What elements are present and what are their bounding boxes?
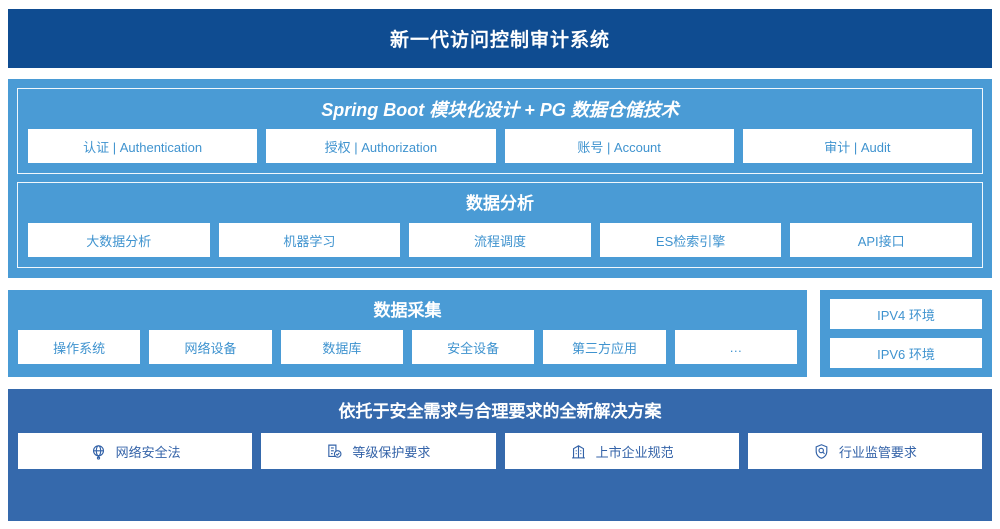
platform-card-row: 认证 | Authentication 授权 | Authorization 账…: [28, 129, 972, 163]
platform-card-audit[interactable]: 审计 | Audit: [742, 129, 972, 163]
page-title: 新一代访问控制审计系统: [389, 30, 610, 51]
collection-card-more[interactable]: …: [674, 330, 797, 364]
collection-card-third-party-app[interactable]: 第三方应用: [543, 330, 666, 364]
collection-card-label: 数据库: [322, 340, 362, 356]
analysis-group: 数据分析 大数据分析 机器学习 流程调度 ES检索引擎 API接口: [17, 182, 983, 268]
analysis-card-label: ES检索引擎: [655, 233, 726, 249]
compliance-card-cybersecurity-law[interactable]: 网络安全法: [18, 433, 253, 469]
building-icon: [570, 443, 587, 460]
platform-card-authentication[interactable]: 认证 | Authentication: [28, 129, 258, 163]
compliance-card-label: 上市企业规范: [595, 444, 674, 460]
collection-row: 数据采集 操作系统 网络设备 数据库 安全设备 第三方应用 …: [8, 290, 992, 377]
environment-group: IPV4 环境 IPV6 环境: [820, 290, 992, 377]
platform-card-account[interactable]: 账号 | Account: [504, 129, 734, 163]
collection-card-label: 操作系统: [53, 340, 106, 356]
analysis-card-label: 大数据分析: [86, 233, 152, 249]
collection-card-security-device[interactable]: 安全设备: [411, 330, 535, 364]
platform-card-label: 授权 | Authorization: [324, 139, 438, 155]
analysis-card-api[interactable]: API接口: [790, 223, 972, 257]
compliance-card-label: 行业监管要求: [838, 444, 917, 460]
collection-card-network-device[interactable]: 网络设备: [149, 330, 272, 364]
environment-card-ipv6[interactable]: IPV6 环境: [830, 338, 982, 368]
document-check-icon: [326, 443, 343, 460]
compliance-group: 依托于安全需求与合理要求的全新解决方案 网络安全法: [8, 389, 992, 521]
analysis-card-process-scheduling[interactable]: 流程调度: [409, 223, 591, 257]
collection-card-database[interactable]: 数据库: [280, 330, 403, 364]
compliance-card-row: 网络安全法 等级保护要求: [18, 433, 982, 469]
analysis-card-bigdata[interactable]: 大数据分析: [28, 223, 210, 257]
analysis-card-label: 机器学习: [283, 233, 336, 249]
compliance-card-label: 网络安全法: [115, 444, 181, 460]
compliance-group-title: 依托于安全需求与合理要求的全新解决方案: [338, 402, 662, 421]
collection-card-label: …: [729, 339, 743, 355]
analysis-card-label: API接口: [857, 233, 905, 249]
environment-card-label: IPV4 环境: [877, 307, 935, 323]
collection-group: 数据采集 操作系统 网络设备 数据库 安全设备 第三方应用 …: [8, 290, 807, 377]
platform-group-title: Spring Boot 模块化设计 + PG 数据仓储技术: [321, 100, 679, 120]
compliance-card-classified-protection[interactable]: 等级保护要求: [261, 433, 496, 469]
collection-card-label: 安全设备: [447, 340, 500, 356]
compliance-card-industry-regulation[interactable]: 行业监管要求: [747, 433, 982, 469]
upper-platform-panel: Spring Boot 模块化设计 + PG 数据仓储技术 认证 | Authe…: [8, 79, 992, 278]
analysis-group-title: 数据分析: [466, 194, 534, 213]
collection-card-operating-system[interactable]: 操作系统: [18, 330, 141, 364]
collection-card-label: 第三方应用: [571, 340, 637, 356]
collection-card-label: 网络设备: [184, 340, 237, 356]
analysis-card-machine-learning[interactable]: 机器学习: [218, 223, 401, 257]
analysis-card-es-search[interactable]: ES检索引擎: [599, 223, 782, 257]
platform-card-authorization[interactable]: 授权 | Authorization: [266, 129, 496, 163]
shield-search-icon: [813, 443, 830, 460]
collection-card-row: 操作系统 网络设备 数据库 安全设备 第三方应用 …: [18, 330, 797, 364]
compliance-card-listed-enterprise[interactable]: 上市企业规范: [504, 433, 739, 469]
environment-card-label: IPV6 环境: [877, 346, 935, 362]
analysis-card-row: 大数据分析 机器学习 流程调度 ES检索引擎 API接口: [28, 223, 972, 257]
collection-group-title: 数据采集: [373, 301, 442, 320]
platform-card-label: 账号 | Account: [577, 139, 661, 155]
analysis-card-label: 流程调度: [473, 233, 526, 249]
platform-group: Spring Boot 模块化设计 + PG 数据仓储技术 认证 | Authe…: [17, 88, 983, 174]
platform-card-label: 认证 | Authentication: [83, 139, 203, 155]
globe-icon: [90, 443, 107, 460]
platform-card-label: 审计 | Audit: [824, 139, 891, 155]
compliance-card-label: 等级保护要求: [352, 444, 431, 460]
page-title-bar: 新一代访问控制审计系统: [8, 9, 992, 68]
environment-card-ipv4[interactable]: IPV4 环境: [830, 299, 982, 329]
